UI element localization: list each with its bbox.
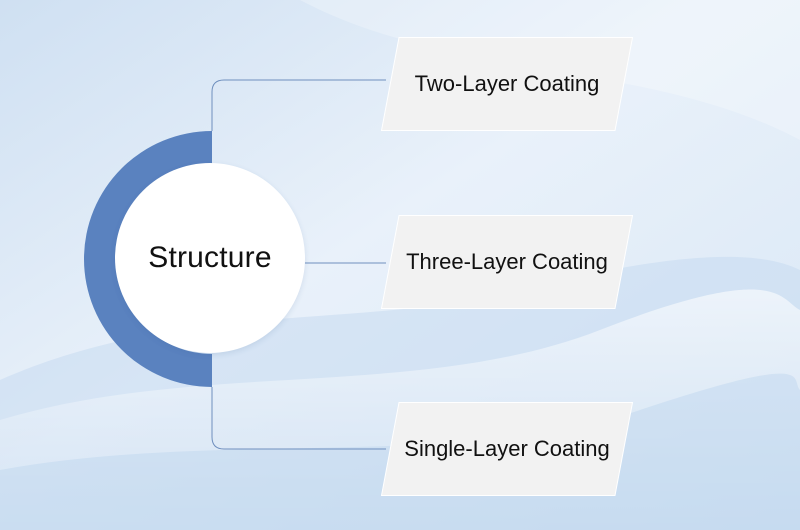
node-box-shape [380,402,634,496]
node-single-layer: Single-Layer Coating [380,402,634,496]
center-label: Structure [148,241,272,274]
node-box-shape [380,37,634,131]
node-box-shape [380,215,634,309]
connector-top [211,79,386,131]
node-label-three-layer: Three-Layer Coating [406,249,608,274]
half-ring [84,131,212,387]
node-two-layer: Two-Layer Coating [380,37,634,131]
node-label-two-layer: Two-Layer Coating [414,71,600,96]
connector-bottom [211,387,386,450]
center-node: Structure [115,163,305,353]
node-label-single-layer: Single-Layer Coating [404,436,610,461]
node-three-layer: Three-Layer Coating [380,215,634,309]
